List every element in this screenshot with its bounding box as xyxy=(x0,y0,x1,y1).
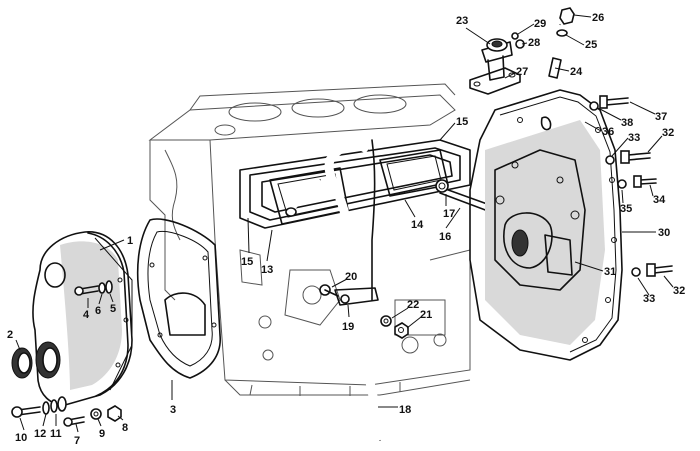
callout-17: 17 xyxy=(443,208,455,220)
callout-11: 11 xyxy=(50,428,62,440)
callout-24: 24 xyxy=(570,66,583,78)
callout-35: 35 xyxy=(620,203,632,215)
callout-21: 21 xyxy=(420,309,432,321)
bolts-4-5-6 xyxy=(74,280,113,296)
callout-28: 28 xyxy=(528,37,540,49)
callout-13: 13 xyxy=(261,264,273,276)
callout-34: 34 xyxy=(653,194,666,206)
callout-20: 20 xyxy=(345,271,357,283)
callout-8: 8 xyxy=(122,422,128,434)
callout-29: 29 xyxy=(534,18,546,30)
callout-19: 19 xyxy=(342,321,354,333)
bolts-7-12 xyxy=(11,396,122,427)
callout-15a: 15 xyxy=(241,256,253,268)
callout-6: 6 xyxy=(95,305,101,317)
callout-27: 27 xyxy=(516,66,528,78)
callout-16: 16 xyxy=(439,231,451,243)
callout-38: 38 xyxy=(621,117,633,129)
callout-4: 4 xyxy=(83,309,90,321)
callout-32b: 32 xyxy=(673,285,685,297)
callout-31: 31 xyxy=(604,266,616,278)
callout-23: 23 xyxy=(456,15,468,27)
callout-33a: 33 xyxy=(628,132,640,144)
timing-cover-gasket xyxy=(136,218,221,379)
breather-pipe xyxy=(319,139,385,441)
callout-labels: 1 2 3 4 5 6 7 8 9 10 11 12 13 14 15 15 1… xyxy=(7,12,685,447)
callout-37: 37 xyxy=(655,111,667,123)
callout-25: 25 xyxy=(585,39,597,51)
speedometer-drive xyxy=(469,7,575,95)
callout-14: 14 xyxy=(411,219,424,231)
oil-seal xyxy=(11,347,33,379)
callout-3: 3 xyxy=(170,404,176,416)
nut-washer-21-22 xyxy=(380,315,409,339)
callout-5: 5 xyxy=(110,303,116,315)
callout-1: 1 xyxy=(127,235,133,247)
callout-9: 9 xyxy=(99,428,105,440)
callout-15b: 15 xyxy=(456,116,468,128)
callout-26: 26 xyxy=(592,12,604,24)
callout-18: 18 xyxy=(399,404,411,416)
plate-bolts xyxy=(589,95,673,277)
leader-lines xyxy=(15,14,674,433)
side-cover-assembly xyxy=(239,139,471,229)
callout-22: 22 xyxy=(407,299,419,311)
callout-36: 36 xyxy=(602,126,614,138)
callout-32a: 32 xyxy=(662,127,674,139)
callout-7: 7 xyxy=(74,435,80,447)
timing-cover xyxy=(32,231,133,406)
callout-33b: 33 xyxy=(643,293,655,305)
callout-12: 12 xyxy=(34,428,46,440)
engine-rear-plate xyxy=(469,89,623,361)
callout-30: 30 xyxy=(658,227,670,239)
callout-2: 2 xyxy=(7,329,13,341)
engine-block xyxy=(148,83,471,396)
callout-10: 10 xyxy=(15,432,27,444)
